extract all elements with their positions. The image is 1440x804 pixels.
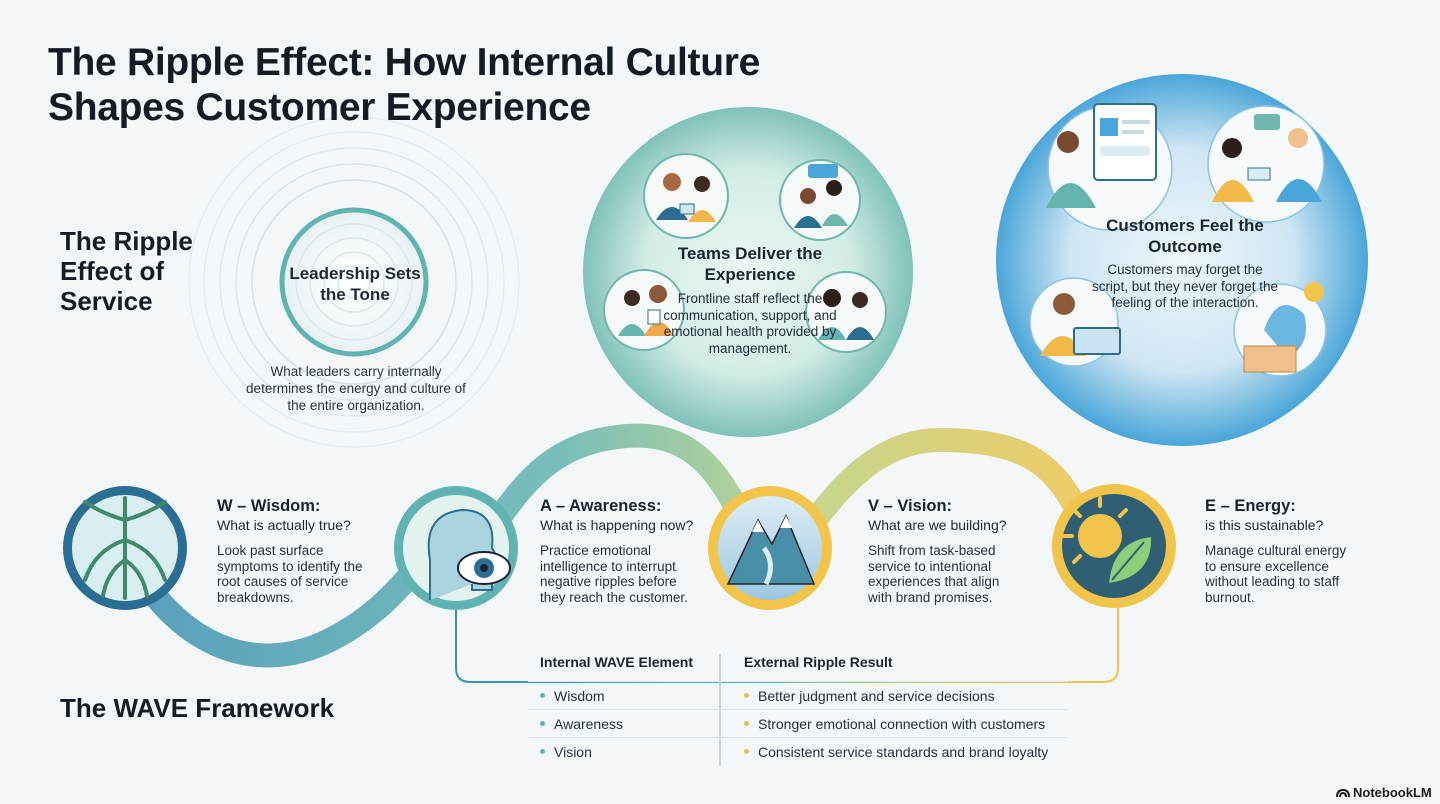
wave-question: What are we building?	[868, 517, 1007, 533]
table-cell-external: Consistent service standards and brand l…	[758, 744, 1049, 760]
brand-logo: NotebookLM	[1336, 785, 1432, 800]
table-header-internal: Internal WAVE Element	[540, 654, 693, 670]
table-header-external: External Ripple Result	[744, 654, 893, 670]
wave-heading: V – Vision:	[868, 497, 953, 515]
table-cell-internal: Vision	[554, 744, 592, 760]
wave-description: Shift from task-based service to intenti…	[868, 543, 1000, 605]
page-title: The Ripple Effect: How Internal Culture …	[48, 41, 761, 129]
table-row: Wisdom Better judgment and service decis…	[528, 681, 1068, 710]
wave-description: Practice emotional intelligence to inter…	[540, 543, 688, 605]
wave-description: Manage cultural energy to ensure excelle…	[1205, 543, 1347, 605]
teams-description: Frontline staff reflect the communicatio…	[663, 291, 837, 356]
teams-heading: Teams Deliver the Experience	[677, 244, 823, 284]
customer-illustrations	[1029, 103, 1327, 377]
wave-question: is this sustainable?	[1205, 517, 1324, 533]
wave-question: What is happening now?	[540, 517, 694, 533]
leadership-heading: Leadership Sets the Tone	[289, 264, 421, 304]
leadership-description: What leaders carry internally determines…	[246, 364, 466, 413]
notebooklm-icon	[1336, 788, 1350, 798]
wave-description: Look past surface symptoms to identify t…	[217, 543, 363, 605]
wave-element-vision: V – Vision: What are we building? Shift …	[868, 496, 1048, 605]
wave-connector	[113, 423, 1112, 668]
wave-section-title: The WAVE Framework	[60, 693, 335, 723]
table-row: Awareness Stronger emotional connection …	[528, 709, 1068, 738]
team-illustrations	[603, 153, 887, 353]
wave-element-energy: E – Energy: is this sustainable? Manage …	[1205, 496, 1385, 605]
sun-leaf-icon	[1052, 484, 1176, 608]
table-cell-internal: Awareness	[554, 716, 624, 732]
wave-heading: E – Energy:	[1205, 497, 1296, 515]
wave-question: What is actually true?	[217, 517, 351, 533]
wave-heading: A – Awareness:	[540, 497, 662, 515]
mountain-icon	[708, 486, 832, 610]
customers-description: Customers may forget the script, but the…	[1091, 262, 1279, 310]
table-bracket	[455, 600, 1119, 683]
ripple-section-title: The Ripple Effect of Service	[60, 226, 193, 316]
table-cell-internal: Wisdom	[554, 688, 605, 704]
head-eye-icon	[394, 486, 518, 610]
tree-roots-icon	[63, 486, 187, 610]
brand-name: NotebookLM	[1353, 785, 1432, 800]
table-cell-external: Stronger emotional connection with custo…	[758, 716, 1046, 732]
leadership-circle	[279, 207, 429, 357]
wave-element-awareness: A – Awareness: What is happening now? Pr…	[540, 496, 720, 605]
wave-heading: W – Wisdom:	[217, 497, 321, 515]
leadership-ripples	[188, 116, 520, 448]
table-cell-external: Better judgment and service decisions	[758, 688, 995, 704]
customers-heading: Customers Feel the Outcome	[1106, 216, 1264, 256]
table-row: Vision Consistent service standards and …	[528, 737, 1068, 766]
wave-element-wisdom: W – Wisdom: What is actually true? Look …	[217, 496, 397, 605]
